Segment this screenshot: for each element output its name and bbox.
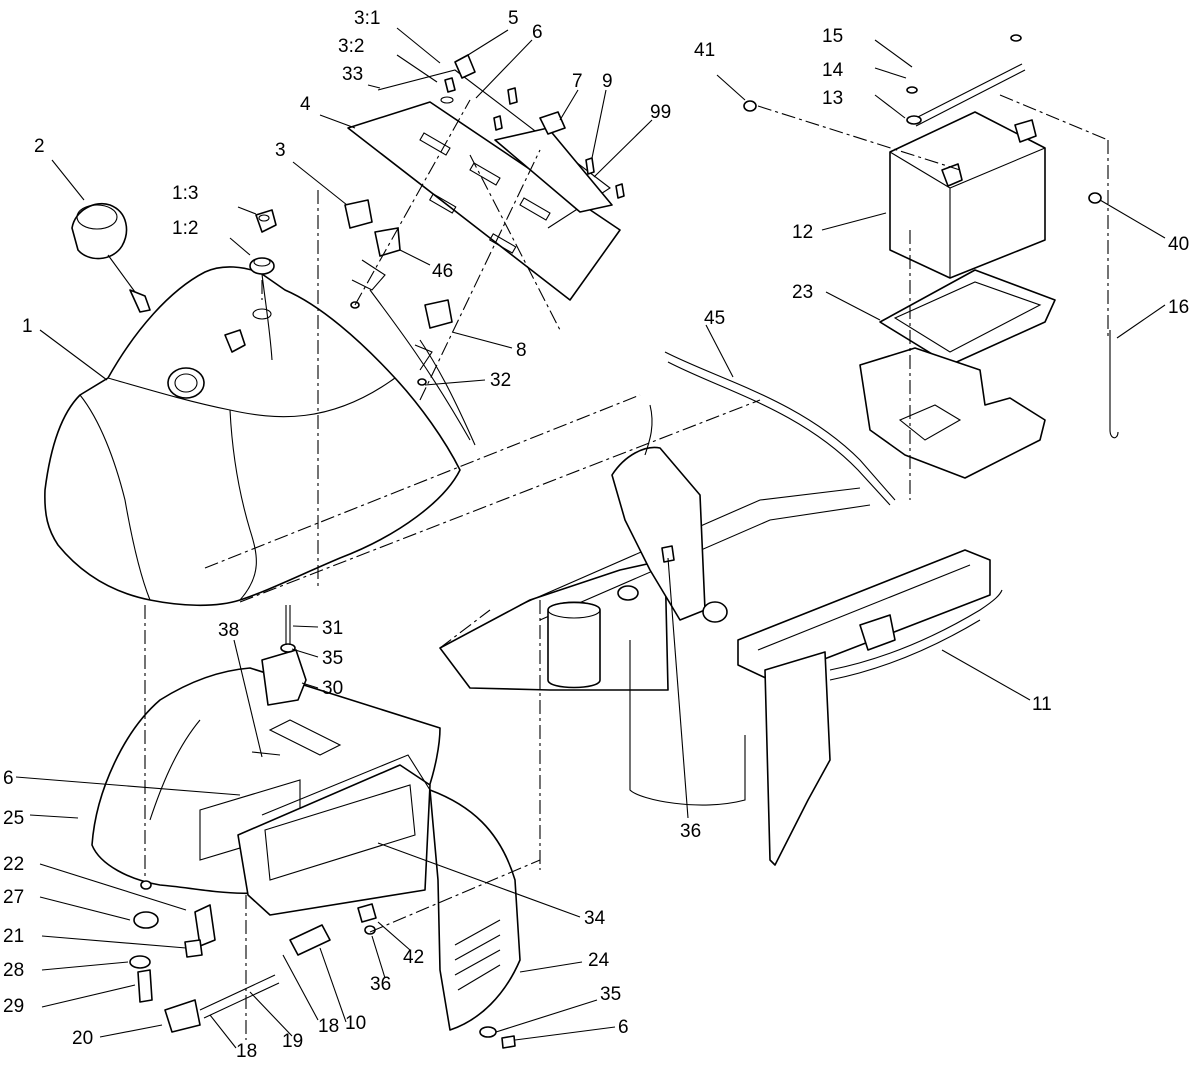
callout-28: 28	[3, 960, 24, 981]
callout-3-2: 3:2	[338, 36, 364, 57]
callout-27: 27	[3, 887, 24, 908]
callout-36-a: 36	[370, 974, 391, 995]
callout-99: 99	[650, 102, 671, 123]
callout-33: 33	[342, 64, 363, 85]
callout-6-top: 6	[532, 22, 543, 43]
callout-31: 31	[322, 618, 343, 639]
callout-18-b: 18	[318, 1016, 339, 1037]
callout-14: 14	[822, 60, 844, 81]
callout-35-b: 35	[600, 984, 621, 1005]
leader-lines	[15, 27, 1166, 1049]
ignition-switch	[440, 54, 476, 104]
callout-34: 34	[584, 908, 606, 929]
side-cover	[429, 789, 521, 1049]
callout-35-a: 35	[322, 648, 343, 669]
callout-15: 15	[822, 26, 843, 47]
callout-21: 21	[3, 926, 24, 947]
callout-46: 46	[432, 261, 453, 282]
callout-23: 23	[792, 282, 813, 303]
callout-6-shroud: 6	[3, 768, 14, 789]
callout-36-b: 36	[680, 821, 701, 842]
seat-switch	[251, 605, 342, 756]
callout-18-a: 18	[236, 1041, 257, 1062]
callout-3-1: 3:1	[354, 8, 380, 29]
callout-3: 3	[275, 140, 286, 161]
callout-42: 42	[403, 947, 424, 968]
callout-40: 40	[1168, 234, 1189, 255]
alignment-lines	[144, 94, 1109, 1040]
callout-5: 5	[508, 8, 519, 29]
callout-29: 29	[3, 996, 24, 1017]
callout-12: 12	[792, 222, 813, 243]
callout-labels: 1 2 3 4 5 6 6 6 7 8 9 10 11 12 13 14 15 …	[3, 8, 1189, 1062]
battery	[743, 100, 1102, 279]
callout-19: 19	[282, 1031, 303, 1052]
callout-45: 45	[704, 308, 725, 329]
main-frame	[439, 347, 1046, 866]
fuel-line-assembly	[129, 903, 377, 1033]
callout-20: 20	[72, 1028, 93, 1049]
tank-grommet	[249, 209, 277, 275]
bracket	[237, 754, 431, 916]
callout-32: 32	[490, 370, 511, 391]
callout-6-cover: 6	[618, 1017, 629, 1038]
panel-hardware	[493, 87, 625, 199]
callout-24: 24	[588, 950, 610, 971]
callout-16: 16	[1168, 297, 1189, 318]
callout-2: 2	[34, 136, 45, 157]
battery-hold-down	[906, 34, 1119, 439]
callout-1-3: 1:3	[172, 183, 198, 204]
callout-22: 22	[3, 854, 24, 875]
callout-4: 4	[300, 94, 311, 115]
callout-11: 11	[1032, 694, 1052, 715]
callout-1: 1	[22, 316, 33, 337]
callout-9: 9	[602, 71, 613, 92]
callout-41: 41	[694, 40, 715, 61]
control-panel-plates	[347, 69, 621, 301]
callout-1-2: 1:2	[172, 218, 198, 239]
callout-30: 30	[322, 678, 343, 699]
callout-25: 25	[3, 808, 24, 829]
callout-13: 13	[822, 88, 843, 109]
callout-38: 38	[218, 620, 239, 641]
fuel-cap	[71, 203, 151, 313]
callout-10: 10	[345, 1013, 366, 1034]
callout-7: 7	[572, 71, 583, 92]
fuel-tank	[44, 266, 461, 607]
callout-8: 8	[516, 340, 527, 361]
